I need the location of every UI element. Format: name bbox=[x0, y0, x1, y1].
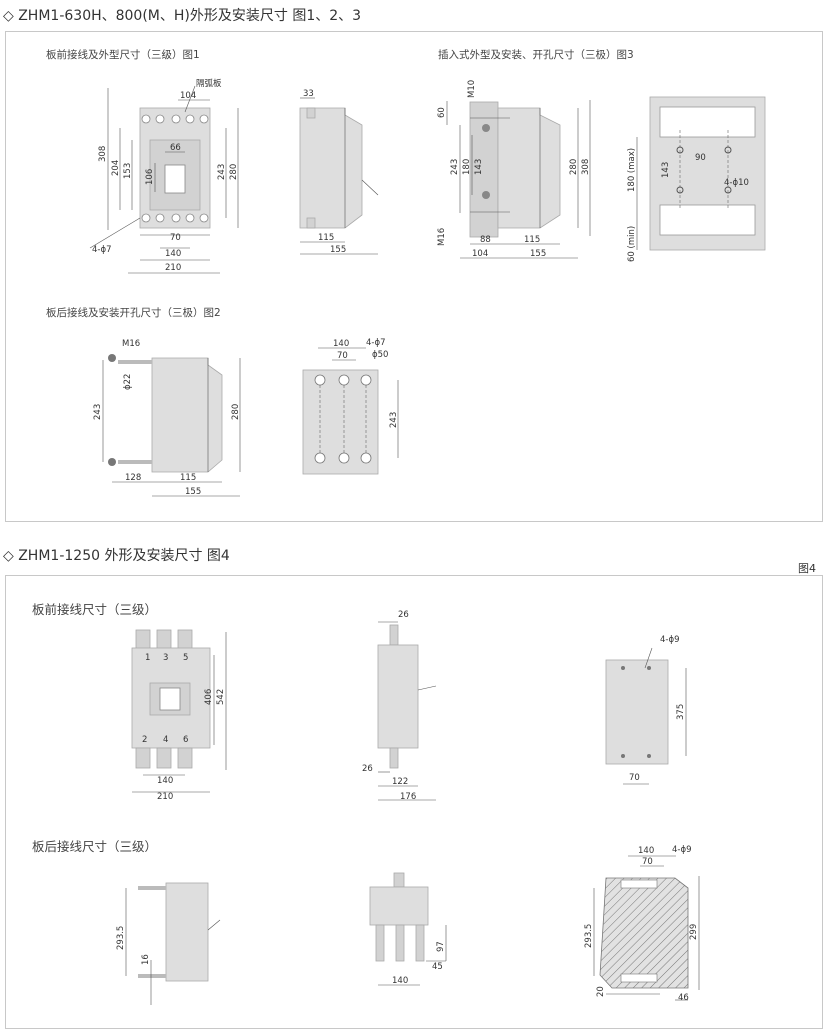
fig3-dim-115: 115 bbox=[524, 235, 540, 245]
fig3-cutout-min: 60 (min) bbox=[627, 226, 637, 262]
fig4-back-side: 293.5 16 bbox=[116, 882, 221, 1005]
fig2-back-phi50: ϕ50 bbox=[372, 350, 388, 360]
section2-title: ◇ ZHM1-1250 外形及安装尺寸 图4 bbox=[3, 548, 230, 564]
fig1-dim-204: 204 bbox=[111, 160, 121, 176]
fig2-back-70: 70 bbox=[337, 351, 348, 361]
fig3-dim-180: 180 bbox=[462, 159, 472, 175]
fig3-dim-280: 280 bbox=[569, 159, 579, 175]
fig1-side-dim-155: 155 bbox=[330, 245, 346, 255]
fig1-dim-66: 66 bbox=[170, 143, 181, 153]
fig1-arc-plate: 隔弧板 bbox=[196, 78, 222, 89]
fig3-cutout-max: 180 (max) bbox=[627, 148, 637, 192]
fig4-dim-140: 140 bbox=[157, 776, 173, 786]
fig3-dim-243: 243 bbox=[450, 159, 460, 175]
fig2-dim-280: 280 bbox=[231, 404, 241, 420]
fig4-dim-406: 406 bbox=[204, 689, 214, 705]
fig4-side-26-top: 26 bbox=[398, 610, 409, 620]
fig4-dim-542: 542 bbox=[216, 689, 226, 705]
fig2-dim-243: 243 bbox=[93, 404, 103, 420]
fig3-dim-143: 143 bbox=[474, 159, 484, 175]
fig3-cutout-143: 143 bbox=[661, 162, 671, 178]
fig2-label: 板后接线及安装开孔尺寸（三极）图2 bbox=[46, 307, 221, 319]
fig3-m16: M16 bbox=[437, 228, 447, 246]
fig1-side-dim-33: 33 bbox=[303, 89, 314, 99]
fig4-corner-label: 图4 bbox=[798, 562, 816, 575]
fig3-side-view: M10 60 243 180 143 M16 280 308 88 115 10… bbox=[437, 80, 591, 259]
fig4-mount-375: 375 bbox=[676, 704, 686, 720]
fig2-back-view: 140 70 4-ϕ7 ϕ50 243 bbox=[302, 338, 399, 475]
fig4-side-122: 122 bbox=[392, 777, 408, 787]
fig4-back-cutout: 140 70 4-ϕ9 293.5 299 20 46 bbox=[584, 845, 700, 1003]
fig4-term-5: 5 bbox=[183, 653, 188, 663]
fig4-back-bottom-45: 45 bbox=[432, 962, 443, 972]
fig4-mount-70: 70 bbox=[629, 773, 640, 783]
fig3-dim-104: 104 bbox=[472, 249, 488, 259]
fig3-dim-60: 60 bbox=[437, 107, 447, 118]
fig1-front-view: 308 204 153 106 243 280 104 隔弧板 66 70 14… bbox=[89, 78, 239, 274]
fig4-side-26-bottom: 26 bbox=[362, 764, 373, 774]
fig1-dim-308: 308 bbox=[98, 146, 108, 162]
fig3-m10: M10 bbox=[467, 80, 477, 98]
fig1-holes: 4-ϕ7 bbox=[92, 245, 112, 255]
fig4-term-6: 6 bbox=[183, 735, 188, 745]
front-wiring-label: 板前接线尺寸（三级） bbox=[32, 602, 158, 617]
fig1-dim-106: 106 bbox=[145, 169, 155, 185]
fig2-side-view: M16 ϕ22 243 280 128 115 155 bbox=[93, 339, 241, 497]
fig2-phi22: ϕ22 bbox=[123, 374, 133, 390]
fig2-back-140: 140 bbox=[333, 339, 349, 349]
fig4-mount-holes: 4-ϕ9 bbox=[660, 635, 680, 645]
fig4-term-4: 4 bbox=[163, 735, 168, 745]
fig4-back-side-293: 293.5 bbox=[116, 926, 126, 950]
fig4-back-side-16: 16 bbox=[141, 954, 151, 965]
fig4-term-3: 3 bbox=[163, 653, 168, 663]
fig3-cutout-holes: 4-ϕ10 bbox=[724, 178, 749, 188]
fig4-cutout-140: 140 bbox=[638, 846, 654, 856]
fig2-back-holes: 4-ϕ7 bbox=[366, 338, 386, 348]
fig1-dim-153: 153 bbox=[123, 163, 133, 179]
fig1-side-dim-115: 115 bbox=[318, 233, 334, 243]
fig4-back-bottom-97: 97 bbox=[436, 941, 446, 952]
fig1-label: 板前接线及外型尺寸（三级）图1 bbox=[46, 49, 200, 61]
fig1-side-view: 33 115 155 bbox=[299, 89, 379, 255]
fig4-cutout-299: 299 bbox=[689, 924, 699, 940]
fig2-dim-115: 115 bbox=[180, 473, 196, 483]
fig3-dim-88: 88 bbox=[480, 235, 491, 245]
fig3-dim-308: 308 bbox=[581, 159, 591, 175]
fig2-dim-128: 128 bbox=[125, 473, 141, 483]
fig1-dim-140: 140 bbox=[165, 249, 181, 259]
fig4-cutout-20: 20 bbox=[596, 986, 606, 997]
fig3-dim-155: 155 bbox=[530, 249, 546, 259]
fig1-dim-243: 243 bbox=[217, 164, 227, 180]
fig2-back-243: 243 bbox=[389, 412, 399, 428]
fig4-side-176: 176 bbox=[400, 792, 416, 802]
fig4-cutout-70: 70 bbox=[642, 857, 653, 867]
fig1-dim-104: 104 bbox=[180, 91, 196, 101]
fig4-side-view: 26 26 122 176 bbox=[362, 610, 437, 802]
fig4-dim-210: 210 bbox=[157, 792, 173, 802]
section1-title: ◇ ZHM1-630H、800(M、H)外形及安装尺寸 图1、2、3 bbox=[3, 8, 362, 24]
fig4-back-bottom: 97 45 140 bbox=[369, 872, 447, 986]
back-wiring-label: 板后接线尺寸（三级） bbox=[32, 839, 158, 854]
fig4-cutout-46: 46 bbox=[678, 993, 689, 1003]
fig1-dim-210: 210 bbox=[165, 263, 181, 273]
fig1-dim-70: 70 bbox=[170, 233, 181, 243]
fig2-m16: M16 bbox=[122, 339, 140, 349]
fig3-cutout: 90 143 4-ϕ10 180 (max) 60 (min) bbox=[627, 96, 766, 262]
fig3-label: 插入式外型及安装、开孔尺寸（三极）图3 bbox=[438, 49, 634, 61]
fig4-term-1: 1 bbox=[145, 653, 150, 663]
fig4-term-2: 2 bbox=[142, 735, 147, 745]
fig1-dim-280: 280 bbox=[229, 164, 239, 180]
fig2-dim-155: 155 bbox=[185, 487, 201, 497]
fig4-cutout-293: 293.5 bbox=[584, 924, 594, 948]
fig3-cutout-90: 90 bbox=[695, 153, 706, 163]
fig4-front-view: 1 3 5 2 4 6 406 542 140 210 bbox=[131, 629, 227, 802]
fig4-cutout-holes: 4-ϕ9 bbox=[672, 845, 692, 855]
fig4-mount-plate: 4-ϕ9 375 70 bbox=[605, 635, 687, 785]
fig4-back-bottom-140: 140 bbox=[392, 976, 408, 986]
